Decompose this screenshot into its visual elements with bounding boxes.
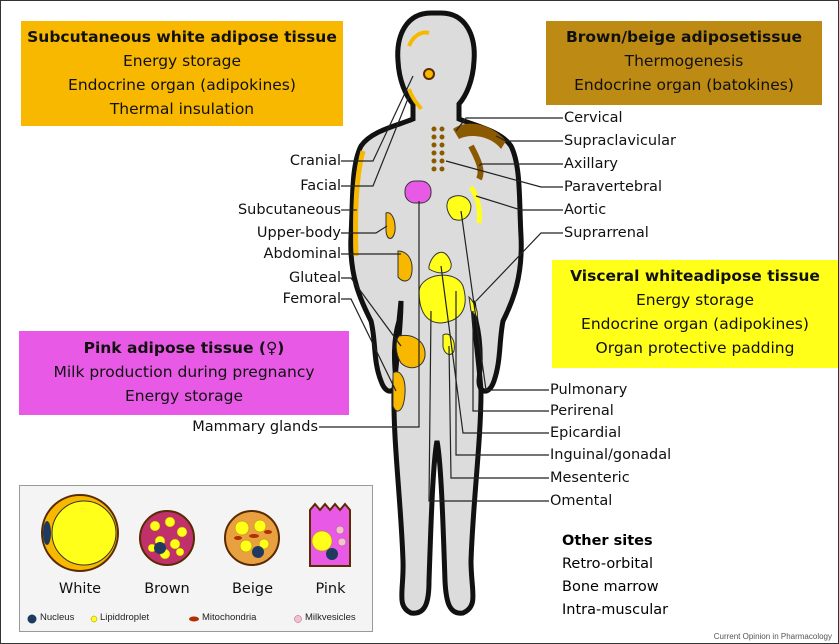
box-line: Thermogenesis bbox=[546, 49, 822, 73]
label-epicardial: Epicardial bbox=[550, 424, 621, 442]
box-title: Visceral whiteadipose tissue bbox=[552, 264, 838, 288]
label-inguinal-gonadal: Inguinal/gonadal bbox=[550, 446, 671, 464]
label-abdominal: Abdominal bbox=[264, 245, 341, 263]
label-cranial: Cranial bbox=[290, 152, 341, 170]
label-paravertebral: Paravertebral bbox=[564, 178, 662, 196]
label-supraclavicular: Supraclavicular bbox=[564, 132, 676, 150]
lipid-droplet-icon bbox=[91, 616, 97, 622]
femoral-fat bbox=[393, 372, 405, 411]
cell-legend: White Brown Beige Pink Nucleus Lipiddrop… bbox=[19, 485, 373, 632]
box-title: Brown/beige adiposetissue bbox=[546, 25, 822, 49]
box-line: Endocrine organ (adipokines) bbox=[21, 73, 343, 97]
label-omental: Omental bbox=[550, 492, 612, 510]
box-line: Energy storage bbox=[552, 288, 838, 312]
label-aortic: Aortic bbox=[564, 201, 606, 219]
label-femoral: Femoral bbox=[283, 290, 341, 308]
box-line: Energy storage bbox=[19, 384, 349, 408]
brown-beige-box: Brown/beige adiposetissue Thermogenesis … bbox=[546, 21, 822, 105]
cell-name-pink: Pink bbox=[308, 581, 353, 597]
other-sites-title: Other sites bbox=[562, 533, 653, 549]
box-line: Milk production during pregnancy bbox=[19, 360, 349, 384]
label-upper-body: Upper-body bbox=[257, 224, 341, 242]
label-pulmonary: Pulmonary bbox=[550, 381, 627, 399]
box-line: Endocrine organ (batokines) bbox=[546, 73, 822, 97]
pulmonary-fat bbox=[447, 196, 471, 220]
subcutaneous-box: Subcutaneous white adipose tissue Energy… bbox=[21, 21, 343, 126]
box-line: Organ protective padding bbox=[552, 336, 838, 360]
key-lipid-droplet: Lipiddroplet bbox=[100, 612, 149, 623]
brown-cell-illustration bbox=[140, 511, 194, 565]
label-suprarrenal: Suprarrenal bbox=[564, 224, 649, 242]
cell-illustrations bbox=[20, 486, 372, 631]
milk-vesicle-icon bbox=[295, 616, 302, 623]
label-subcutaneous: Subcutaneous bbox=[238, 201, 341, 219]
pink-cell-illustration bbox=[310, 504, 350, 566]
label-mesenteric: Mesenteric bbox=[550, 469, 630, 487]
cell-name-beige: Beige bbox=[225, 581, 280, 597]
box-line: Thermal insulation bbox=[21, 97, 343, 121]
cell-name-brown: Brown bbox=[137, 581, 197, 597]
mitochondria-icon bbox=[189, 617, 199, 622]
white-cell-illustration bbox=[42, 495, 118, 571]
box-line: Energy storage bbox=[21, 49, 343, 73]
label-cervical: Cervical bbox=[564, 109, 623, 127]
box-title: Pink adipose tissue (♀) bbox=[19, 336, 349, 360]
credit: Current Opinion in Pharmacology bbox=[714, 632, 832, 641]
nucleus-icon bbox=[28, 615, 37, 624]
other-site: Retro-orbital bbox=[562, 556, 653, 572]
key-nucleus: Nucleus bbox=[40, 612, 74, 623]
key-milk-vesicles: Milkvesicles bbox=[305, 612, 356, 623]
beige-cell-illustration bbox=[225, 511, 279, 565]
key-mitochondria: Mitochondria bbox=[202, 612, 256, 623]
mammary-gland bbox=[405, 181, 431, 203]
box-line: Endocrine organ (adipokines) bbox=[552, 312, 838, 336]
label-axillary: Axillary bbox=[564, 155, 618, 173]
box-title: Subcutaneous white adipose tissue bbox=[21, 25, 343, 49]
eye-icon bbox=[424, 69, 434, 79]
cell-name-white: White bbox=[55, 581, 105, 597]
label-gluteal: Gluteal bbox=[289, 269, 341, 287]
label-perirenal: Perirenal bbox=[550, 402, 614, 420]
label-facial: Facial bbox=[300, 177, 341, 195]
label-mammary-glands: Mammary glands bbox=[192, 418, 318, 436]
omental-fat bbox=[419, 275, 465, 323]
pink-box: Pink adipose tissue (♀) Milk production … bbox=[19, 331, 349, 415]
visceral-box: Visceral whiteadipose tissue Energy stor… bbox=[552, 260, 838, 368]
other-site: Intra-muscular bbox=[562, 602, 668, 618]
other-site: Bone marrow bbox=[562, 579, 659, 595]
